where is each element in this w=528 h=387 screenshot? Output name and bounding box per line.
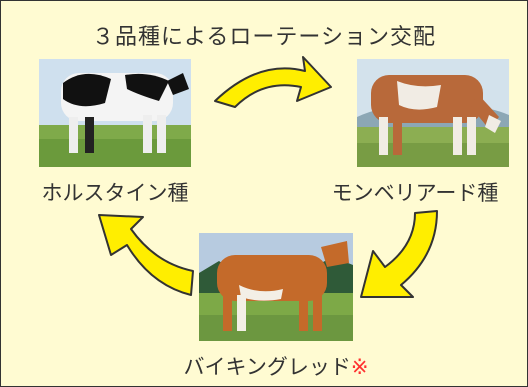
viking-red-photo xyxy=(199,233,353,341)
note-mark: ※ xyxy=(350,355,369,379)
montbeliarde-label: モンベリアード種 xyxy=(331,181,499,205)
viking-red-label-text: バイキングレッド xyxy=(183,355,351,379)
montbeliarde-photo xyxy=(357,59,509,167)
cycle-arrow-icon xyxy=(214,56,332,108)
viking-red-label: バイキングレッド※ xyxy=(169,351,383,381)
holstein-photo xyxy=(39,59,191,167)
cycle-arrow-icon xyxy=(360,210,438,298)
cycle-arrow-icon xyxy=(98,214,194,296)
holstein-label: ホルスタイン種 xyxy=(41,181,189,205)
diagram-title: ３品種によるローテーション交配 xyxy=(92,25,436,50)
